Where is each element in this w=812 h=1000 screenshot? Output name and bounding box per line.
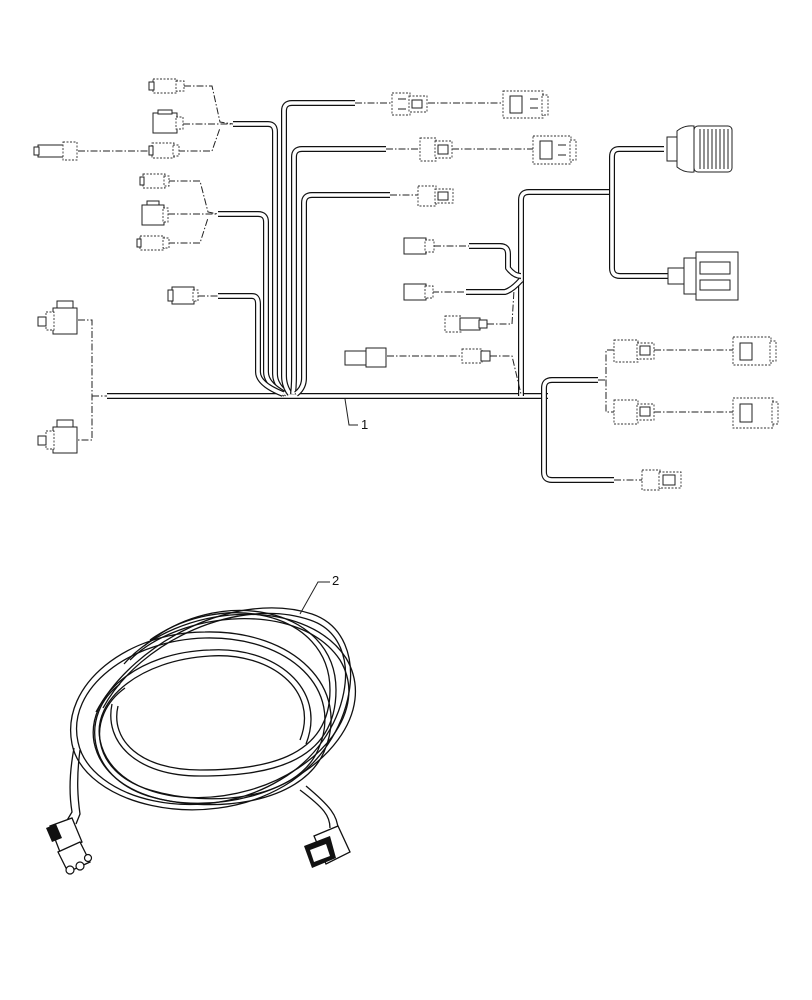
- callout-1: 1: [344, 398, 368, 432]
- harness-branch-right-upper: [518, 146, 668, 396]
- connector-i2: [732, 336, 777, 366]
- connector-a4: [33, 141, 78, 161]
- callout-2: 2: [299, 573, 339, 615]
- coiled-cable: [65, 607, 357, 831]
- connector-a3: [148, 142, 180, 159]
- connector-i4: [732, 397, 779, 429]
- connector-b1: [139, 173, 170, 189]
- connector-f2: [532, 135, 577, 165]
- coiled-cable-connector-right: [304, 825, 351, 868]
- connector-big-round: [666, 125, 733, 173]
- connector-h2: [403, 283, 434, 301]
- connector-f1: [419, 137, 453, 162]
- main-harness: [33, 78, 779, 491]
- connector-b2: [141, 200, 169, 226]
- connector-c1: [167, 286, 199, 305]
- connector-e1: [391, 92, 428, 116]
- harness-branch-right-lower: [541, 377, 614, 483]
- harness-branch-fan: [218, 100, 390, 397]
- connector-d2: [37, 419, 78, 454]
- connector-h3: [444, 315, 488, 333]
- connector-h4: [344, 347, 387, 368]
- harness-branch-middle: [466, 243, 524, 295]
- connector-d1: [37, 300, 78, 335]
- callout-1-label: 1: [361, 417, 368, 432]
- connector-g1: [417, 185, 454, 207]
- connector-j1: [641, 469, 682, 491]
- callout-2-label: 2: [332, 573, 339, 588]
- connector-h1: [403, 237, 435, 255]
- connector-i1: [613, 339, 655, 363]
- connector-big-rect: [667, 251, 739, 301]
- connector-i3: [613, 399, 655, 425]
- connector-h5: [461, 348, 491, 364]
- connector-e2: [502, 90, 549, 119]
- connector-leader-lines: [78, 85, 733, 481]
- connector-a2: [152, 109, 184, 134]
- coiled-cable-connector-left: [46, 817, 93, 875]
- connector-a1: [148, 78, 185, 94]
- connector-b3: [136, 235, 170, 251]
